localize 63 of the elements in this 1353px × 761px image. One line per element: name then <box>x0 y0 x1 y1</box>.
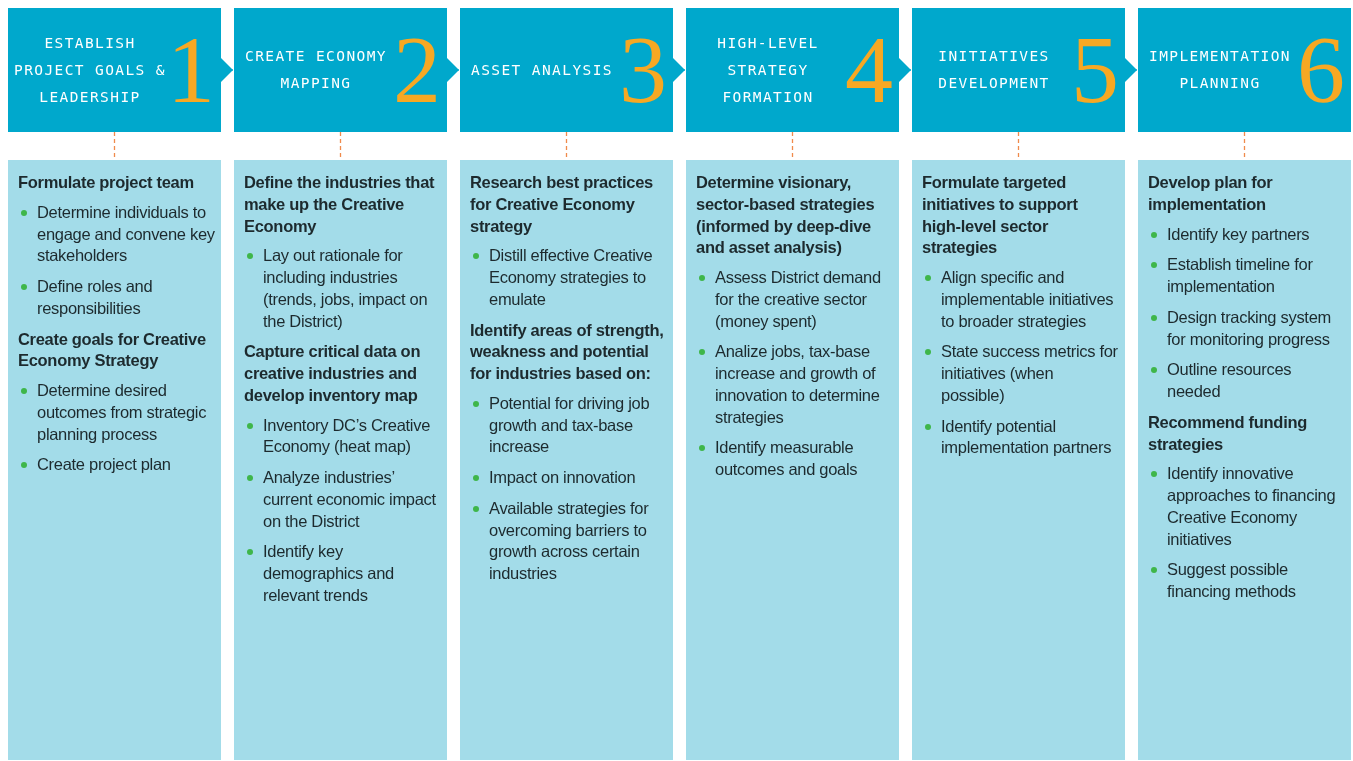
task-heading: Define the industries that make up the Creative Economy <box>244 172 436 237</box>
bullet-item: Available strategies for overcoming barriers to growth across certain industries <box>470 497 667 585</box>
bullet-item: Identify measurable outcomes and goals <box>696 437 893 481</box>
bullet-item: Inventory DC’s Creative Economy (heat map) <box>244 414 441 459</box>
step-number: 6 <box>1297 22 1345 118</box>
chevron-arrow <box>898 58 912 82</box>
bullet-item: Establish timeline for implementation <box>1148 254 1345 298</box>
bullet-item: Impact on innovation <box>470 467 667 489</box>
bullet-item: Design tracking system for monitoring progress <box>1148 306 1345 351</box>
task-heading: Formulate project team <box>18 172 195 193</box>
step-panel <box>1138 160 1351 760</box>
bullet-item: Identify potential implementation partners <box>922 415 1119 460</box>
task-heading: Capture critical data on creative industries and develop inventory map <box>244 341 422 406</box>
bullet-item: Identify key partners <box>1148 223 1345 246</box>
bullet-item: Determine individuals to engage and convene key stakeholders <box>18 201 215 268</box>
step-number: 5 <box>1071 22 1119 118</box>
bullet-item: Identify key demographics and relevant trends <box>244 541 441 607</box>
chevron-arrow <box>1124 58 1138 82</box>
bullet-item: Potential for driving job growth and tax-base increase <box>470 392 667 459</box>
bullet-item: Identify innovative approaches to financing Creative Economy initiatives <box>1148 463 1345 551</box>
step-header <box>686 8 899 132</box>
bullet-item: State success metrics for initiatives (when possible) <box>922 341 1119 407</box>
bullet-item: Create project plan <box>18 454 215 477</box>
bullet-item: Distill effective Creative Economy strategies to emulate <box>470 245 667 311</box>
bullet-item: Determine desired outcomes from strategic planning process <box>18 380 215 446</box>
step-panel <box>234 160 447 760</box>
step-title: ESTABLISH PROJECT GOALS & LEADERSHIP <box>13 33 167 107</box>
task-heading: Create goals for Creative Economy Strategy <box>18 328 207 372</box>
task-heading: Determine visionary, sector-based strategies (informed by deep-dive and asset analysis) <box>696 172 876 259</box>
step-number: 4 <box>845 22 893 118</box>
step-panel <box>460 160 673 760</box>
step-header <box>1138 8 1351 132</box>
step-title: ASSET ANALYSIS <box>470 60 614 80</box>
step-header <box>8 8 221 132</box>
step-panel <box>8 160 221 760</box>
bullet-item: Outline resources needed <box>1148 359 1345 403</box>
step-panel <box>912 160 1125 760</box>
step-title: INITIATIVES DEVELOPMENT <box>937 47 1051 93</box>
chevron-arrow <box>446 58 460 82</box>
step-number: 1 <box>167 22 215 118</box>
task-heading: Identify areas of strength, weakness and potential for industries based on: <box>470 319 665 385</box>
task-heading: Research best practices for Creative Economy strategy <box>470 172 654 237</box>
bullet-item: Analyze industries’ current economic impact on the District <box>244 467 441 533</box>
step-header <box>460 8 673 132</box>
bullet-item: Define roles and responsibilities <box>18 276 215 320</box>
step-title: IMPLEMENTATION PLANNING <box>1148 47 1292 93</box>
bullet-item: Assess District demand for the creative sector (money spent) <box>696 267 893 333</box>
task-heading: Formulate targeted initiatives to support high-level sector strategies <box>922 172 1079 259</box>
bullet-item: Analize jobs, tax-base increase and growth of innovation to determine strategies <box>696 341 893 429</box>
chevron-arrow <box>220 58 234 82</box>
step-number: 2 <box>393 22 441 118</box>
step-number: 3 <box>619 22 667 118</box>
step-title: CREATE ECONOMY MAPPING <box>244 47 388 93</box>
chevron-arrow <box>672 58 686 82</box>
bullet-item: Lay out rationale for including industries (trends, jobs, impact on the District) <box>244 245 441 333</box>
bullet-item: Align specific and implementable initiatives to broader strategies <box>922 267 1119 333</box>
task-heading: Recommend funding strategies <box>1148 411 1308 455</box>
step-panel <box>686 160 899 760</box>
step-header <box>234 8 447 132</box>
task-heading: Develop plan for implementation <box>1148 172 1274 215</box>
bullet-item: Suggest possible financing methods <box>1148 559 1345 603</box>
step-title: HIGH-LEVEL STRATEGY FORMATION <box>716 33 820 107</box>
step-header <box>912 8 1125 132</box>
